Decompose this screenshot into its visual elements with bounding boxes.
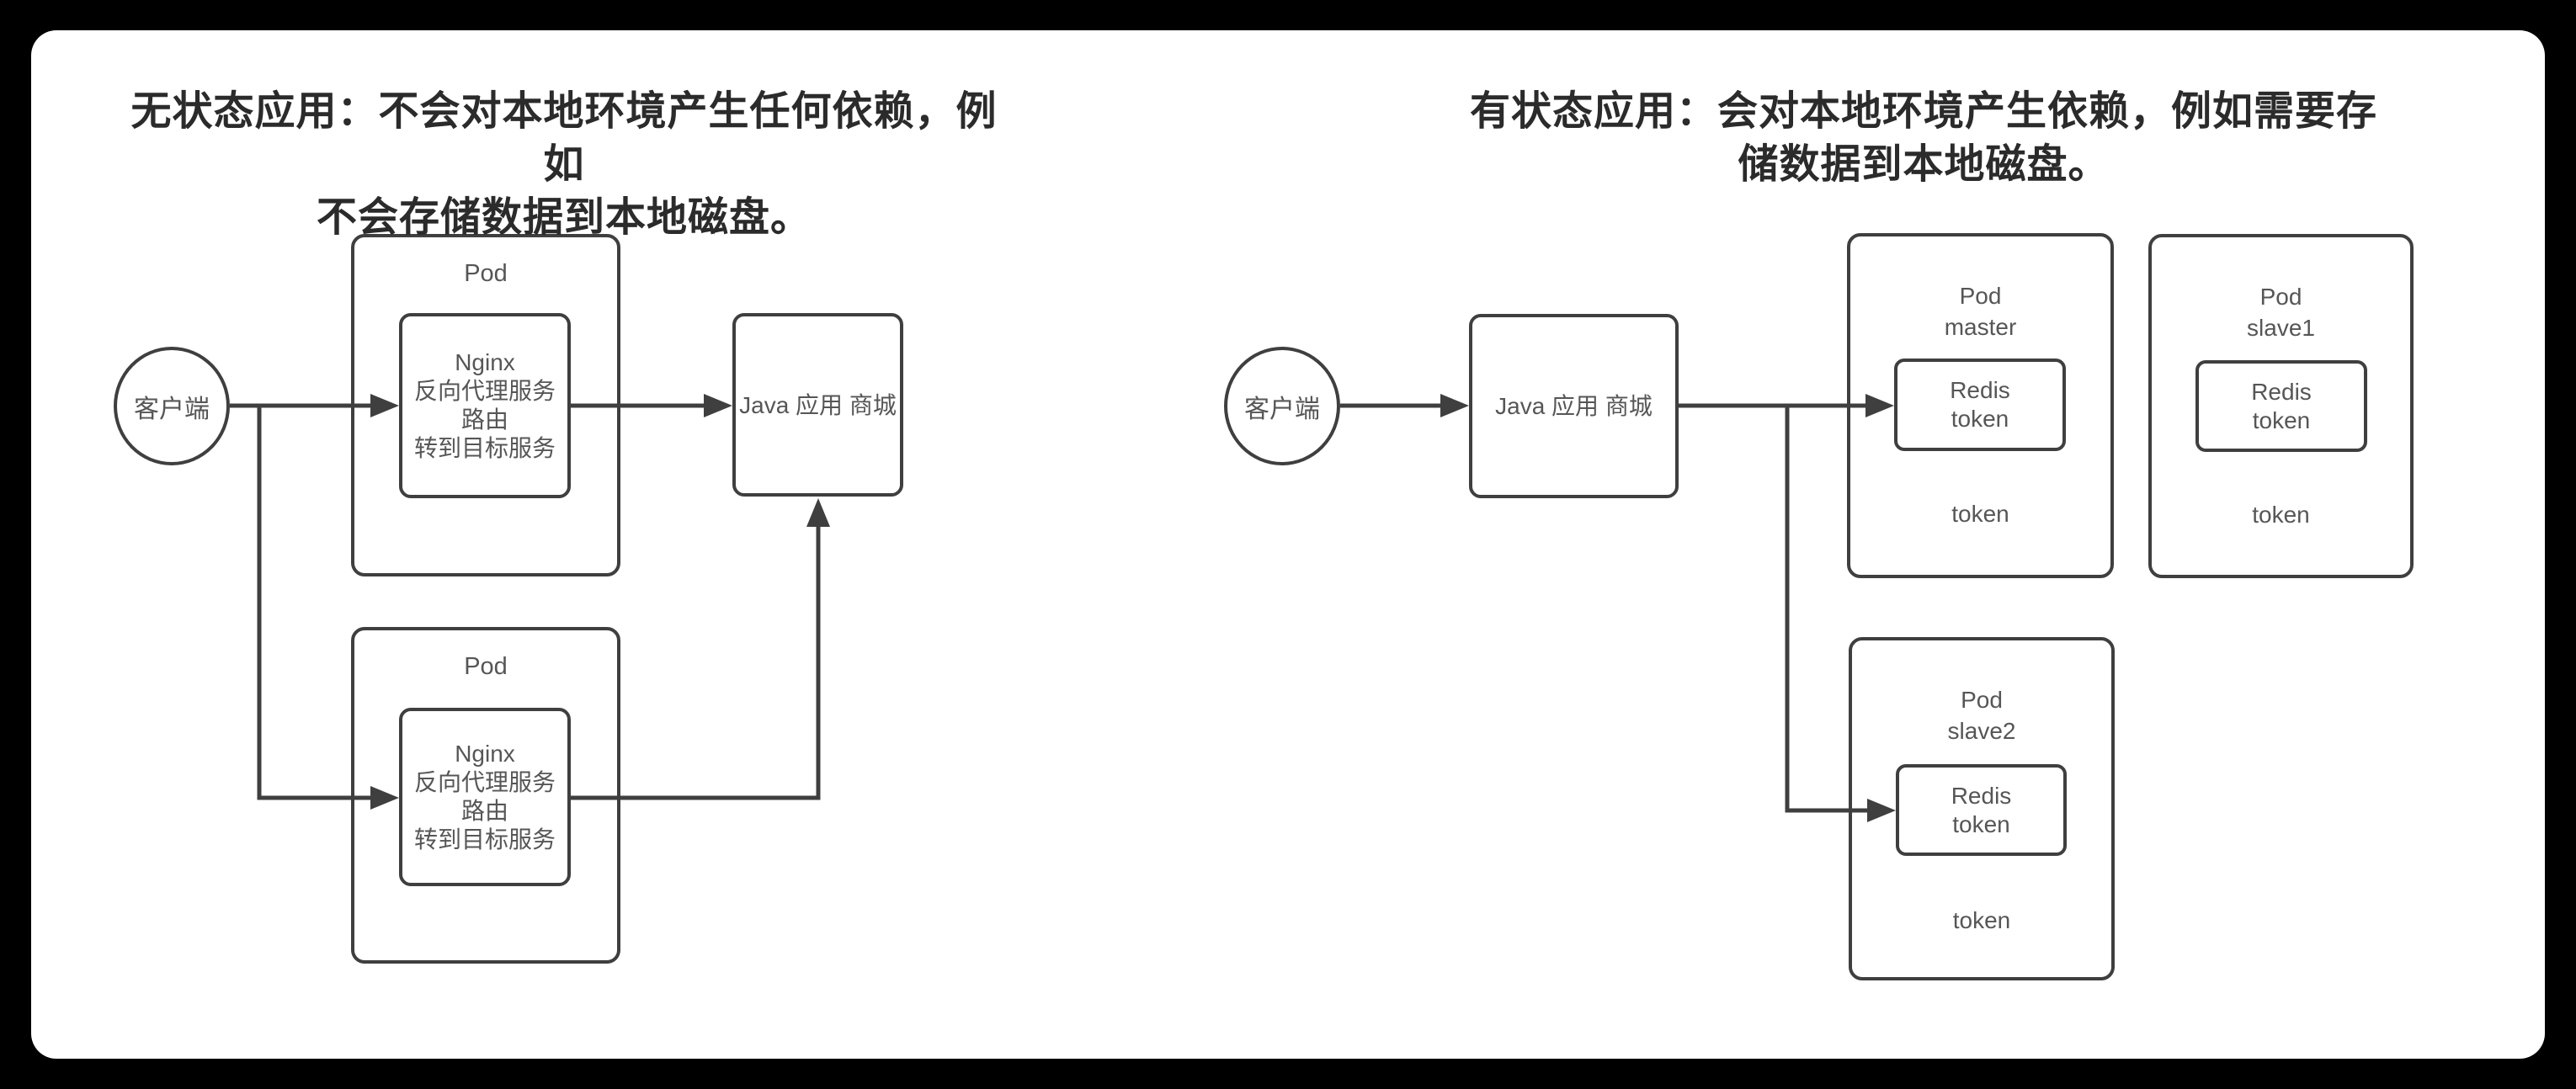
redis-slave1-line2: token xyxy=(2252,406,2311,433)
stateless-pod-top-label: Pod xyxy=(464,260,508,287)
stateful-java-line1: Java 应用 xyxy=(1495,393,1599,419)
stateless-title-line1: 无状态应用：不会对本地环境产生任何依赖，例如 xyxy=(130,89,998,187)
stateless-title: 无状态应用：不会对本地环境产生任何依赖，例如 不会存储数据到本地磁盘。 xyxy=(118,85,1010,244)
redis-master-line1: Redis xyxy=(1950,377,2010,403)
nginx-bottom-line4: 转到目标服务 xyxy=(413,826,556,853)
stateful-java-line2: 商城 xyxy=(1605,393,1653,419)
pod-slave2-box: Pod slave2 Redis token token xyxy=(1849,637,2115,980)
stateless-pod-top-box: Pod Nginx 反向代理服务 路由 转到目标服务 xyxy=(351,234,620,576)
stateless-pod-bottom-label: Pod xyxy=(464,653,508,680)
pod-slave2-label-line2: slave2 xyxy=(1947,718,2016,744)
stateful-client-label: 客户端 xyxy=(1244,395,1320,423)
stateful-title-line2: 储数据到本地磁盘。 xyxy=(1738,142,2110,187)
token-label-master: token xyxy=(1951,501,2009,527)
nginx-top-line4: 转到目标服务 xyxy=(413,435,556,461)
pod-master-label: Pod master xyxy=(1850,280,2110,343)
token-label-slave1: token xyxy=(2252,502,2310,528)
redis-box-master: Redis token xyxy=(1894,359,2066,451)
stateful-client-circle: 客户端 xyxy=(1224,347,1340,465)
redis-slave1-line1: Redis xyxy=(2251,378,2312,405)
nginx-bottom-line1: Nginx xyxy=(455,741,515,767)
nginx-box-bottom: Nginx 反向代理服务 路由 转到目标服务 xyxy=(399,708,571,886)
nginx-bottom-line3: 路由 xyxy=(460,798,508,824)
redis-slave2-line1: Redis xyxy=(1951,782,2012,809)
nginx-top-line2: 反向代理服务 xyxy=(413,378,556,404)
nginx-box-top: Nginx 反向代理服务 路由 转到目标服务 xyxy=(399,313,571,498)
stateless-pod-bottom-box: Pod Nginx 反向代理服务 路由 转到目标服务 xyxy=(351,627,620,964)
pod-slave1-label: Pod slave1 xyxy=(2152,281,2410,343)
pod-slave1-label-line1: Pod xyxy=(2259,284,2302,310)
nginx-bottom-line2: 反向代理服务 xyxy=(413,769,556,795)
token-label-slave2: token xyxy=(1952,907,2011,933)
pod-slave2-label-line1: Pod xyxy=(1961,687,2003,713)
stateful-title-line1: 有状态应用：会对本地环境产生依赖，例如需要存 xyxy=(1469,89,2377,134)
pod-master-label-line1: Pod xyxy=(1959,283,2002,309)
pod-slave1-box: Pod slave1 Redis token token xyxy=(2148,234,2414,578)
stateful-java-app-box: Java 应用 商城 xyxy=(1469,314,1679,498)
redis-slave2-line2: token xyxy=(1952,810,2010,837)
nginx-top-line1: Nginx xyxy=(455,349,515,375)
stateless-java-line1: Java 应用 xyxy=(739,391,844,418)
stateless-client-circle: 客户端 xyxy=(114,347,230,465)
stateless-title-line2: 不会存储数据到本地磁盘。 xyxy=(316,195,812,240)
pod-master-label-line2: master xyxy=(1944,314,2017,340)
pod-slave1-label-line2: slave1 xyxy=(2247,315,2315,341)
stateful-title: 有状态应用：会对本地环境产生依赖，例如需要存 储数据到本地磁盘。 xyxy=(1456,85,2391,191)
stateless-java-app-box: Java 应用 商城 xyxy=(732,313,903,497)
stateless-java-line2: 商城 xyxy=(849,391,897,418)
stateless-client-label: 客户端 xyxy=(134,395,210,423)
redis-box-slave2: Redis token xyxy=(1896,764,2067,856)
pod-master-box: Pod master Redis token token xyxy=(1847,233,2114,578)
redis-box-slave1: Redis token xyxy=(2195,360,2367,452)
nginx-top-line3: 路由 xyxy=(460,406,508,433)
redis-master-line2: token xyxy=(1951,406,2009,432)
pod-slave2-label: Pod slave2 xyxy=(1852,684,2111,746)
